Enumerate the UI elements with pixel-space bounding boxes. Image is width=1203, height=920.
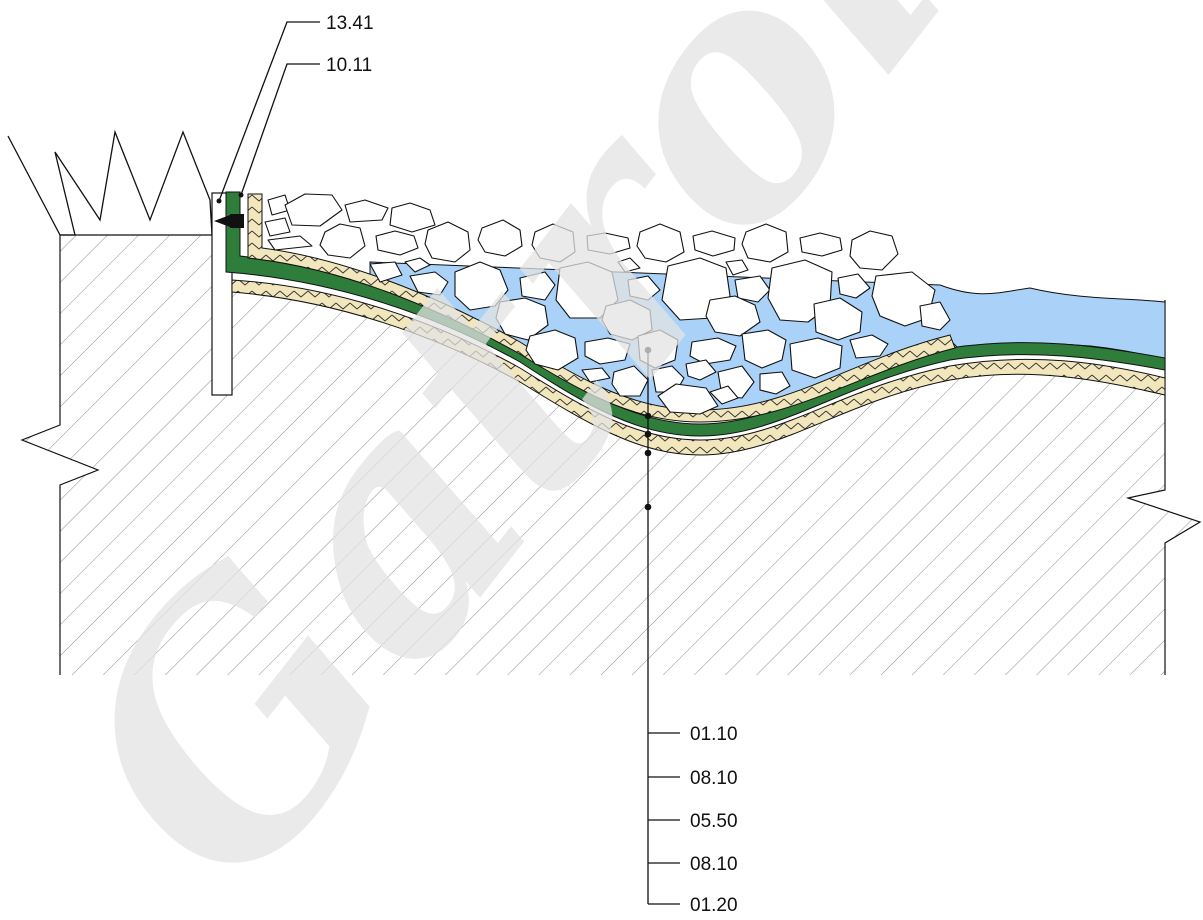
leader-lines xyxy=(218,21,680,905)
underlay-lower xyxy=(231,279,1166,456)
leader-dots xyxy=(644,346,652,511)
callout-label-05-50: 05.50 xyxy=(690,811,738,832)
fixing-screw xyxy=(214,192,244,228)
stone-fill xyxy=(264,193,951,415)
callout-label-01-10: 01.10 xyxy=(690,724,738,745)
grass-symbol xyxy=(7,129,213,236)
callout-label-13-41: 13.41 xyxy=(326,13,374,34)
callout-label-08-10-upper: 08.10 xyxy=(690,768,738,789)
callout-label-01-20: 01.20 xyxy=(690,895,738,916)
callout-label-08-10-lower: 08.10 xyxy=(690,854,738,875)
callout-label-10-11: 10.11 xyxy=(326,55,372,76)
